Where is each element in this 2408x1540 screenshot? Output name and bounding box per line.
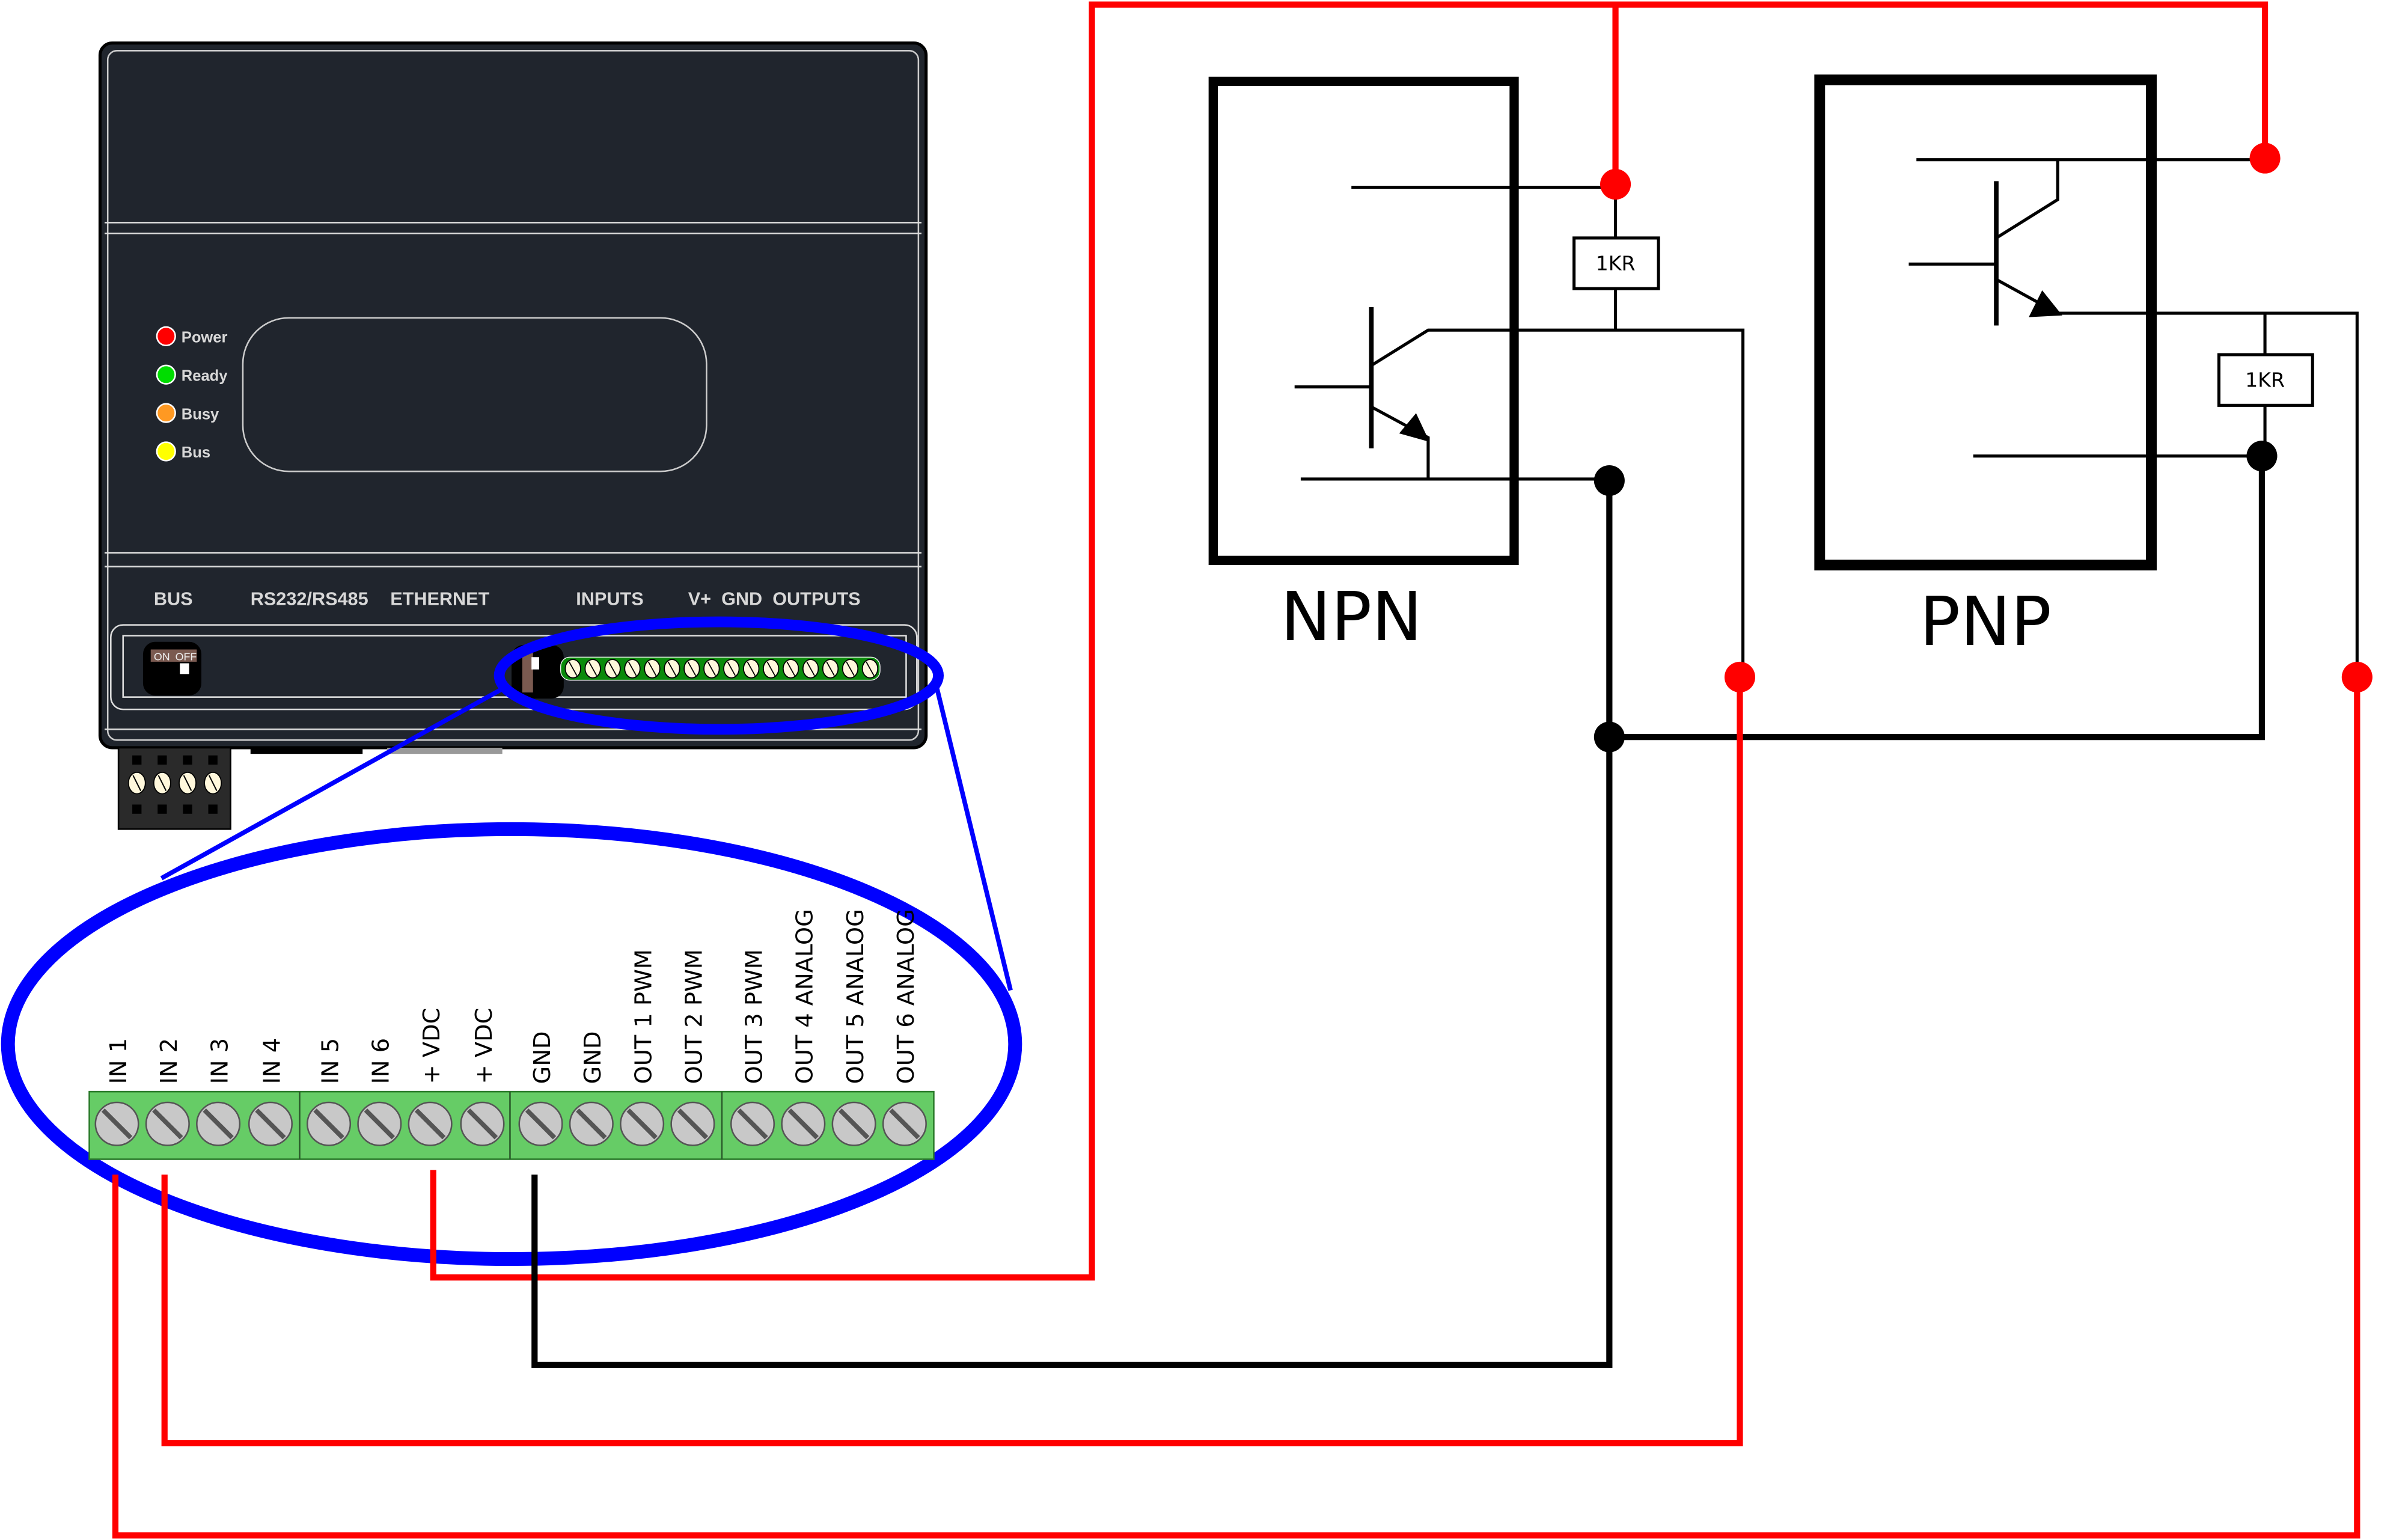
led-label: Bus xyxy=(182,444,210,461)
terminal-label: OUT 5 ANALOG xyxy=(842,909,869,1084)
npn-sensor: 1KR NPN xyxy=(1208,76,1745,677)
junction-dot xyxy=(2341,661,2373,693)
bus-connector xyxy=(117,747,231,830)
wire-in2 xyxy=(161,677,1743,1447)
npn-resistor xyxy=(1572,236,1660,290)
terminal-label: OUT 6 ANALOG xyxy=(893,909,920,1084)
terminal-label: IN 4 xyxy=(258,1038,286,1084)
terminal-screw xyxy=(831,1101,876,1146)
port-label-inputs: INPUTS xyxy=(576,588,643,609)
terminal-screw xyxy=(460,1101,505,1146)
terminal-label: IN 2 xyxy=(156,1038,183,1084)
junction-dot xyxy=(1594,465,1625,497)
terminal-screw xyxy=(518,1101,563,1146)
terminal-label: + VDC xyxy=(471,1008,498,1084)
pnp-sensor: 1KR PNP xyxy=(1814,74,2359,677)
led-power: Power xyxy=(156,326,228,347)
terminal-label: OUT 2 PWM xyxy=(681,949,708,1084)
junction-dot xyxy=(2246,441,2278,472)
junction-dot xyxy=(1724,661,1756,693)
zoom-callout xyxy=(1,616,1022,1267)
led-label: Ready xyxy=(182,367,228,384)
display-window xyxy=(242,317,707,472)
wire-in1 xyxy=(112,677,2361,1539)
terminal-screw xyxy=(145,1101,190,1146)
terminal-screw xyxy=(569,1101,614,1146)
terminal-screw xyxy=(670,1101,715,1146)
led-ready: Ready xyxy=(156,364,228,385)
led-label: Busy xyxy=(182,406,219,423)
terminal-screw xyxy=(94,1101,139,1146)
led-busy: Busy xyxy=(156,403,219,423)
terminal-screw xyxy=(196,1101,241,1146)
bus-switch[interactable]: ON OFF xyxy=(142,641,202,696)
terminal-label: IN 1 xyxy=(105,1038,132,1084)
junction-dot xyxy=(1600,168,1631,200)
terminal-screw xyxy=(882,1101,927,1146)
npn-resistor-label: 1KR xyxy=(1596,252,1636,275)
terminal-label: GND xyxy=(579,1031,607,1084)
terminal-label: GND xyxy=(529,1031,556,1084)
terminal-screw xyxy=(730,1101,775,1146)
terminal-screw xyxy=(781,1101,826,1146)
port-label-bus: BUS xyxy=(154,588,193,609)
port-label-ethernet: ETHERNET xyxy=(390,588,489,609)
terminal-label: IN 5 xyxy=(317,1038,344,1084)
terminal-screw xyxy=(248,1101,293,1146)
terminal-label: OUT 1 PWM xyxy=(630,949,657,1084)
terminal-screw xyxy=(306,1101,352,1146)
junction-dot xyxy=(1594,721,1625,753)
device-terminal-strip xyxy=(560,656,881,681)
terminal-screw xyxy=(357,1101,402,1146)
terminal-screw xyxy=(408,1101,453,1146)
wire-gnd xyxy=(531,480,1613,1368)
terminal-switch[interactable] xyxy=(511,644,564,699)
port-label-outputs: V+ GND OUTPUTS xyxy=(688,588,861,609)
pnp-title: PNP xyxy=(1919,582,2052,661)
controller-device: Power Ready Busy Bus BUS RS232/RS485 ETH… xyxy=(98,41,928,830)
port-label-serial: RS232/RS485 xyxy=(251,588,368,609)
switch-on-label: ON xyxy=(154,650,170,662)
wire-vdc xyxy=(430,1,2269,1281)
led-label: Power xyxy=(182,329,228,346)
led-bus: Bus xyxy=(156,441,210,462)
junctions xyxy=(1594,142,2373,753)
switch-off-label: OFF xyxy=(176,650,197,662)
wire-gnd-pnp xyxy=(1609,456,2266,741)
terminal-label: OUT 4 ANALOG xyxy=(792,909,819,1084)
terminal-label: OUT 3 PWM xyxy=(741,949,768,1084)
terminal-label: IN 6 xyxy=(368,1038,395,1084)
pnp-resistor xyxy=(2217,353,2314,407)
pnp-resistor-label: 1KR xyxy=(2245,368,2285,392)
junction-dot xyxy=(2249,142,2281,174)
terminal-label: + VDC xyxy=(418,1008,445,1084)
terminal-label: IN 3 xyxy=(206,1038,233,1084)
wires xyxy=(112,1,2361,1539)
terminal-block: IN 1 IN 2 IN 3 IN 4 IN 5 IN 6 + VDC + VDC GND GND… xyxy=(88,909,935,1160)
terminal-screw xyxy=(620,1101,665,1146)
npn-title: NPN xyxy=(1280,578,1422,656)
